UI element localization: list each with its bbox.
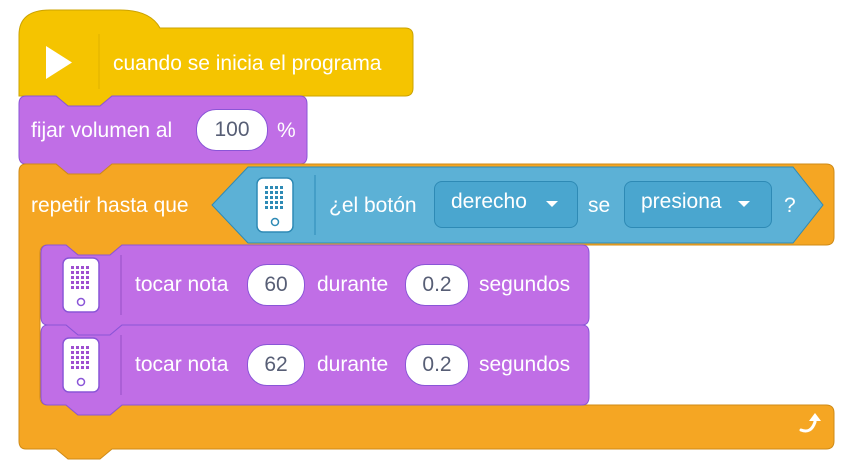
play-note-label: tocar nota: [135, 273, 229, 296]
button-side-dropdown[interactable]: derecho: [434, 181, 578, 228]
condition-middle-label: se: [588, 194, 611, 217]
seconds-label: segundos: [479, 353, 571, 376]
volume-percent-label: %: [277, 119, 296, 142]
volume-value-input[interactable]: 100: [196, 109, 268, 151]
button-state-value: presiona: [641, 190, 722, 213]
repeat-until-label: repetir hasta que: [31, 194, 189, 217]
chevron-down-icon: [546, 201, 558, 207]
seconds-label: segundos: [479, 273, 571, 296]
note-value-input[interactable]: 60: [247, 264, 305, 306]
hub-icon: [256, 177, 294, 233]
loop-arrow-icon: [799, 413, 821, 433]
program-start-hat-block[interactable]: [18, 9, 414, 107]
hub-icon: [62, 257, 100, 313]
during-label: durante: [317, 273, 389, 296]
condition-question-mark: ?: [784, 194, 796, 217]
set-volume-label: fijar volumen al: [31, 119, 173, 142]
play-note-label: tocar nota: [135, 353, 229, 376]
button-state-dropdown[interactable]: presiona: [624, 181, 772, 228]
button-side-value: derecho: [451, 190, 527, 213]
note-value-input[interactable]: 62: [247, 344, 305, 386]
chevron-down-icon: [738, 201, 750, 207]
during-label: durante: [317, 353, 389, 376]
duration-value-input[interactable]: 0.2: [405, 344, 469, 386]
play-icon: [46, 46, 72, 79]
button-question-prefix: ¿el botón: [329, 194, 417, 217]
duration-value-input[interactable]: 0.2: [405, 264, 469, 306]
program-start-label: cuando se inicia el programa: [113, 52, 382, 75]
hub-icon: [62, 337, 100, 393]
